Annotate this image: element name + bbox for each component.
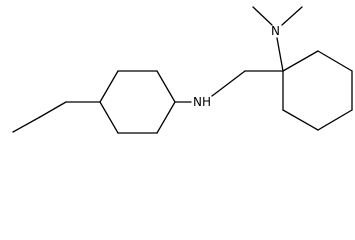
bond-propyl-ch2-ch2 xyxy=(39,101,67,118)
ring-left-bond-1 xyxy=(99,70,119,103)
ring-left-bond-3 xyxy=(156,70,176,103)
ring-right-bond-4 xyxy=(317,109,353,131)
ring-right-bond-1 xyxy=(282,50,319,72)
bond-n-methyl-left xyxy=(252,6,273,26)
ring-left-bond-6 xyxy=(99,101,119,134)
bond-n-methyl-right xyxy=(281,6,303,26)
ring-right-bond-5 xyxy=(282,109,319,131)
bond-propyl-ch3-ch2 xyxy=(12,116,41,133)
ring-left-bond-4 xyxy=(156,101,176,134)
ring-right-bond-2 xyxy=(317,50,353,72)
molecule-diagram: NH N xyxy=(12,6,353,134)
cyclohexane-ring-left xyxy=(99,70,176,134)
atom-label-n-dimethyl: N xyxy=(271,24,280,38)
cyclohexane-ring-right xyxy=(282,50,353,131)
bond-quaternary-n xyxy=(276,37,284,72)
atom-label-nh: NH xyxy=(193,95,211,109)
bond-nh-ch2 xyxy=(211,70,246,97)
